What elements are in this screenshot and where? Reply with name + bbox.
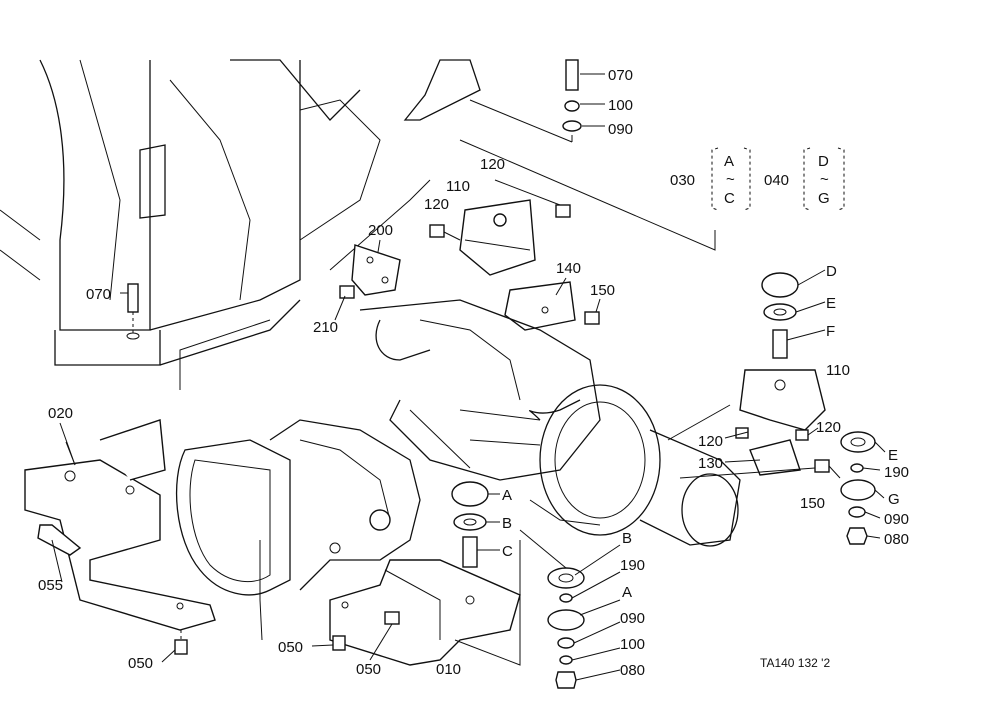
callout-200: 200	[368, 222, 393, 239]
callout-120-top: 120	[480, 156, 505, 173]
callout-B-mid: B	[502, 515, 512, 532]
callout-A-mid: A	[502, 487, 512, 504]
callout-150-r: 150	[800, 495, 825, 512]
callout-120-left: 120	[424, 196, 449, 213]
bracket-140	[504, 281, 600, 331]
callout-030-range-end: C	[724, 190, 735, 207]
callout-E-r2: E	[888, 447, 898, 464]
callout-190-r: 190	[884, 464, 909, 481]
callout-050-a: 050	[128, 655, 153, 672]
reference-code: TA140 132 '2	[760, 656, 830, 670]
callout-090-r: 090	[884, 511, 909, 528]
callout-010: 010	[436, 661, 461, 678]
top-mount-bolt	[469, 59, 605, 143]
callout-190-low: 190	[620, 557, 645, 574]
callout-050-b: 050	[278, 639, 303, 656]
callout-labels: 070 100 090 030 A ~ C 040 D ~ G 120 120 …	[38, 67, 909, 679]
callout-A-low: A	[622, 584, 632, 601]
range-braces	[711, 147, 845, 211]
callout-040: 040	[764, 172, 789, 189]
left-bracket-020	[24, 419, 216, 655]
callout-055: 055	[38, 577, 63, 594]
callout-120-r1: 120	[698, 433, 723, 450]
engine-assembly	[359, 299, 741, 547]
callout-020: 020	[48, 405, 73, 422]
callout-130: 130	[698, 455, 723, 472]
middle-mount-stack	[409, 409, 500, 568]
callout-080-r: 080	[884, 531, 909, 548]
left-mount-bolt	[126, 283, 140, 340]
callout-120-r2: 120	[816, 419, 841, 436]
callout-100-low: 100	[620, 636, 645, 653]
callout-F: F	[826, 323, 835, 340]
callout-140: 140	[556, 260, 581, 277]
center-bracket-110	[429, 179, 571, 276]
callout-090-top: 090	[608, 121, 633, 138]
callout-050-c: 050	[356, 661, 381, 678]
transmission-housing	[176, 419, 421, 641]
callout-G: G	[888, 491, 900, 508]
callout-030: 030	[670, 172, 695, 189]
callout-100-top: 100	[608, 97, 633, 114]
callout-210: 210	[313, 319, 338, 336]
callout-E-right: E	[826, 295, 836, 312]
callout-080-low: 080	[620, 662, 645, 679]
callout-070-top: 070	[608, 67, 633, 84]
tractor-frame	[0, 59, 481, 390]
callout-040-range-start: D	[818, 153, 829, 170]
leader-lines	[51, 239, 601, 663]
callout-110-right: 110	[826, 362, 850, 379]
lower-mount-stack	[519, 529, 621, 689]
callout-C-mid: C	[502, 543, 513, 560]
callout-D: D	[826, 263, 837, 280]
bracket-200	[339, 244, 401, 299]
callout-030-range-start: A	[724, 153, 734, 170]
right-mount-stack	[459, 139, 886, 545]
lower-bracket-010	[329, 540, 521, 666]
callout-B-low: B	[622, 530, 632, 547]
callout-030-range-sep: ~	[726, 171, 735, 188]
callout-150-mid: 150	[590, 282, 615, 299]
callout-040-range-sep: ~	[820, 171, 829, 188]
callout-040-range-end: G	[818, 190, 830, 207]
callout-110-top: 110	[446, 178, 470, 195]
callout-090-low: 090	[620, 610, 645, 627]
callout-070-left: 070	[86, 286, 111, 303]
